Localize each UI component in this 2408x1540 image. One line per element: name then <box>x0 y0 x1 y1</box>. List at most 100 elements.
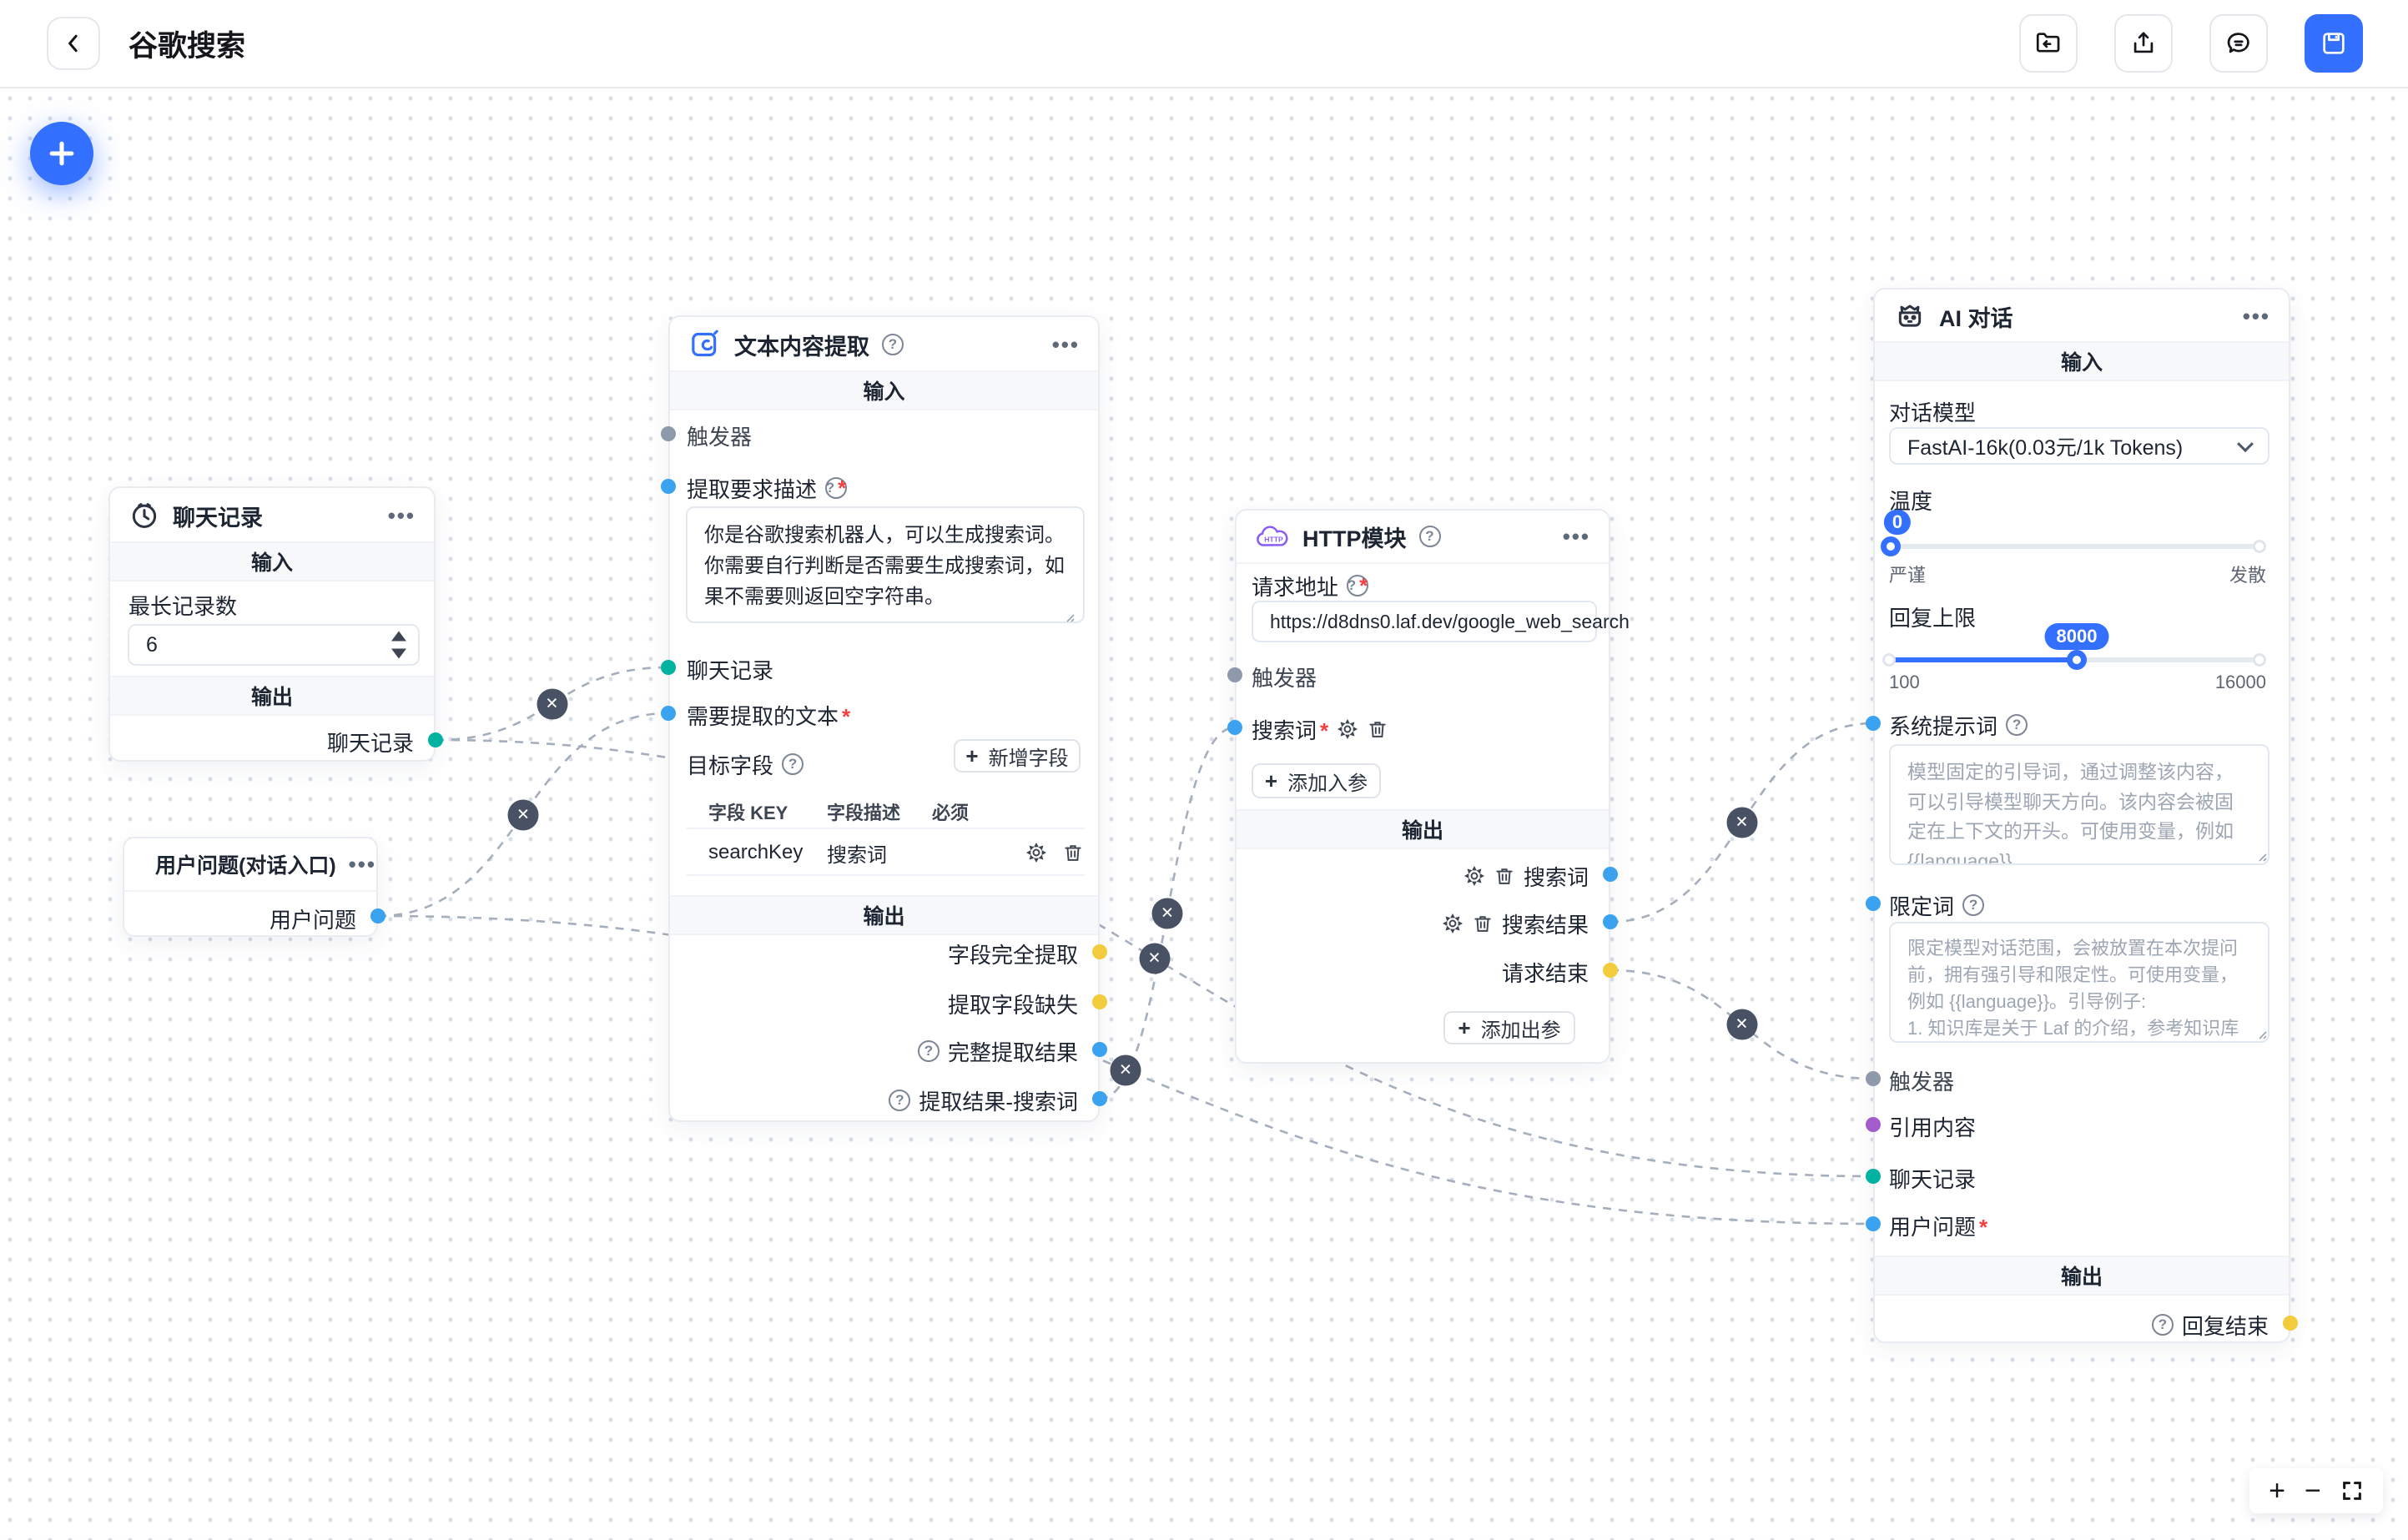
help-icon[interactable] <box>782 753 804 775</box>
edge-delete-button-user-question-to-extract-text[interactable]: ✕ <box>507 799 539 830</box>
port-extract-in-history[interactable] <box>661 660 676 675</box>
output-delete-trash-icon[interactable] <box>1494 865 1515 887</box>
add-field-button[interactable]: + 新增字段 <box>954 739 1081 773</box>
help-icon[interactable] <box>917 1040 940 1062</box>
fit-view-button[interactable] <box>2340 1479 2364 1502</box>
port-ai-in-question[interactable] <box>1866 1216 1881 1231</box>
url-input[interactable]: https://d8dns0.laf.dev/google_web_search <box>1252 601 1630 642</box>
resize-handle-icon[interactable] <box>2255 850 2267 862</box>
extract-desc-textarea[interactable]: 你是谷歌搜索机器人，可以生成搜索词。你需要自行判断是否需要生成搜索词，如果不需要… <box>686 506 1085 623</box>
model-select[interactable]: FastAI-16k(0.03元/1k Tokens) <box>1889 427 2269 465</box>
port-http-in-trigger[interactable] <box>1227 667 1242 682</box>
help-icon[interactable] <box>2151 1314 2174 1336</box>
help-icon[interactable] <box>889 1090 911 1111</box>
stepper-down-icon[interactable] <box>391 648 406 659</box>
number-stepper[interactable] <box>391 631 406 659</box>
edge-delete-button-chat-history-to-extract-history[interactable]: ✕ <box>537 688 567 719</box>
port-ai-in-quote[interactable] <box>1866 1117 1881 1132</box>
help-icon[interactable] <box>825 477 848 499</box>
port-extract-out-complete[interactable] <box>1092 944 1107 959</box>
node-menu-button[interactable]: ••• <box>387 502 416 528</box>
plus-icon: + <box>1264 768 1278 793</box>
node-menu-button[interactable]: ••• <box>1562 523 1590 549</box>
node-ai-chat[interactable]: AI 对话 ••• 输入 对话模型 FastAI-16k(0.03元/1k To… <box>1873 288 2290 1343</box>
port-ai-out-reply-end[interactable] <box>2283 1316 2298 1331</box>
max-tokens-badge: 8000 <box>2044 623 2109 650</box>
topbar: 谷歌搜索 <box>0 0 2408 88</box>
port-ai-in-limit[interactable] <box>1866 896 1881 911</box>
port-extract-in-text[interactable] <box>661 706 676 721</box>
port-http-out-request-end[interactable] <box>1603 963 1618 978</box>
feedback-button[interactable] <box>2209 14 2268 73</box>
port-ai-in-history[interactable] <box>1866 1169 1881 1184</box>
temperature-slider[interactable] <box>1881 536 2266 556</box>
help-icon[interactable] <box>2006 714 2028 736</box>
chat-bubble-icon <box>2227 33 2249 53</box>
node-menu-button[interactable]: ••• <box>2242 303 2270 329</box>
port-http-out-search-result[interactable] <box>1603 914 1618 929</box>
port-http-out-search-key[interactable] <box>1603 867 1618 882</box>
edge-delete-button-chat-history-to-ai-history[interactable]: ✕ <box>1139 943 1170 974</box>
port-chat-history-out[interactable] <box>428 732 443 747</box>
help-icon[interactable] <box>882 334 904 355</box>
node-chat-history[interactable]: 聊天记录 ••• 输入 最长记录数 6 输出 聊天记录 <box>108 486 436 762</box>
node-user-question[interactable]: 用户问题(对话入口) ••• 用户问题 <box>123 837 378 937</box>
edge-delete-button-http-end-to-ai-trigger[interactable]: ✕ <box>1726 1009 1757 1040</box>
port-ai-in-trigger[interactable] <box>1866 1071 1881 1086</box>
add-output-param-label: 添加出参 <box>1480 1019 1561 1042</box>
max-tokens-label: 回复上限 <box>1889 605 1977 631</box>
temperature-thumb[interactable] <box>1881 536 1901 556</box>
export-button[interactable] <box>2114 14 2173 73</box>
zoom-out-button[interactable]: − <box>2304 1475 2321 1507</box>
stepper-up-icon[interactable] <box>391 631 406 642</box>
help-icon[interactable] <box>1962 894 1985 916</box>
port-extract-in-trigger[interactable] <box>661 426 676 441</box>
resize-handle-icon[interactable] <box>2255 1028 2267 1039</box>
edge-delete-button-http-result-to-ai-system-prompt[interactable]: ✕ <box>1726 807 1757 838</box>
port-extract-out-missing[interactable] <box>1092 994 1107 1009</box>
zoom-in-button[interactable]: + <box>2269 1475 2285 1507</box>
param-settings-gear-icon[interactable] <box>1337 718 1358 740</box>
output-user-question: 用户问题 <box>269 907 356 933</box>
output-settings-gear-icon[interactable] <box>1463 865 1485 887</box>
url-label: 请求地址 <box>1252 574 1339 600</box>
edge-delete-button-extract-searchkey-to-http[interactable]: ✕ <box>1151 898 1183 929</box>
port-extract-out-search-key[interactable] <box>1092 1091 1107 1106</box>
input-search-key: 搜索词 <box>1252 712 1388 746</box>
field-settings-gear-icon[interactable] <box>1025 842 1047 863</box>
system-prompt-textarea[interactable]: 模型固定的引导词，通过调整该内容，可以引导模型聊天方向。该内容会被固定在上下文的… <box>1889 744 2269 865</box>
node-menu-button[interactable]: ••• <box>1051 331 1080 357</box>
save-button[interactable] <box>2305 14 2363 73</box>
output-search-result: 搜索结果 <box>1442 907 1589 940</box>
add-node-button[interactable] <box>30 122 93 185</box>
resize-handle-icon[interactable] <box>1063 611 1075 622</box>
limit-textarea[interactable]: 限定模型对话范围，会被放置在本次提问前，拥有强引导和限定性。可使用变量，例如 {… <box>1889 922 2269 1043</box>
output-delete-trash-icon[interactable] <box>1472 913 1494 934</box>
max-tokens-thumb[interactable] <box>2067 650 2087 670</box>
node-menu-button[interactable]: ••• <box>348 851 376 877</box>
input-section-header: 输入 <box>110 541 434 581</box>
zoom-toolbar: + − <box>2249 1468 2383 1513</box>
node-text-extract[interactable]: 文本内容提取 ••• 输入 触发器 提取要求描述 你是谷歌搜索机器人，可以生成搜… <box>668 315 1100 1122</box>
output-request-end: 请求结束 <box>1501 960 1589 986</box>
help-icon[interactable] <box>1347 575 1369 596</box>
help-icon[interactable] <box>1418 526 1441 547</box>
field-delete-trash-icon[interactable] <box>1062 842 1084 863</box>
port-extract-in-desc[interactable] <box>661 479 676 494</box>
open-app-button[interactable] <box>2019 14 2078 73</box>
add-input-param-button[interactable]: + 添加入参 <box>1252 763 1381 798</box>
edge-delete-button-user-question-to-ai-question[interactable]: ✕ <box>1110 1054 1141 1085</box>
port-user-question-out[interactable] <box>370 908 385 923</box>
input-trigger: 触发器 <box>1889 1069 1955 1095</box>
param-delete-trash-icon[interactable] <box>1367 718 1388 740</box>
port-http-in-search-key[interactable] <box>1227 720 1242 735</box>
plus-icon: + <box>965 743 979 768</box>
node-http-module[interactable]: HTTP HTTP模块 ••• 请求地址 https://d8dns0.laf.… <box>1235 509 1630 1064</box>
port-ai-in-system-prompt[interactable] <box>1866 716 1881 731</box>
port-extract-out-full-result[interactable] <box>1092 1042 1107 1057</box>
max-tokens-slider[interactable] <box>1882 650 2266 670</box>
output-settings-gear-icon[interactable] <box>1442 913 1463 934</box>
max-records-input[interactable]: 6 <box>128 624 420 666</box>
add-output-param-button[interactable]: + 添加出参 <box>1443 1011 1575 1044</box>
back-button[interactable] <box>47 17 100 70</box>
